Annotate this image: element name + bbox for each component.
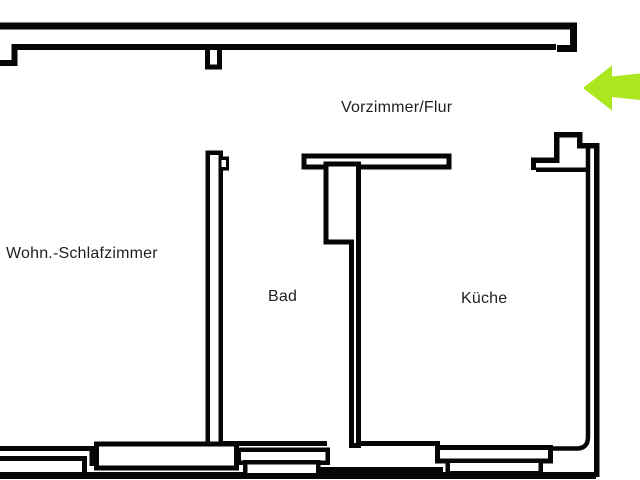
bottom-wohnzimmer-parapet-line	[0, 456, 87, 472]
wall-wohnzimmer-divider-hook-notch	[221, 160, 226, 167]
left-arrow-icon	[583, 65, 640, 111]
window-wohnzimmer	[94, 441, 239, 471]
wall-kueche-top-and-right-outer	[533, 131, 600, 477]
top-wall-inner-line	[0, 44, 556, 66]
bottom-kueche-west-inner-line	[357, 441, 440, 449]
wall-bad-kueche-divider	[323, 161, 361, 448]
room-label-kueche: Küche	[461, 290, 508, 307]
wall-bad-top	[301, 153, 452, 170]
window-bad-lower	[242, 459, 321, 478]
room-label-vorzimmer-flur: Vorzimmer/Flur	[341, 99, 453, 116]
wall-wohnzimmer-divider	[205, 150, 223, 449]
bottom-kueche-west-step-line	[319, 467, 443, 474]
bottom-wohnzimmer-inner-line	[0, 446, 95, 466]
room-label-wohn-schlafzimmer: Wohn.-Schlafzimmer	[6, 245, 158, 262]
top-wall-door-jamb-stub	[205, 49, 222, 70]
wall-kueche-right-inner-line-rounded	[552, 147, 591, 451]
window-kueche-lower	[445, 458, 543, 476]
room-label-bad: Bad	[268, 288, 298, 305]
top-wall-outer-line	[0, 22, 577, 52]
